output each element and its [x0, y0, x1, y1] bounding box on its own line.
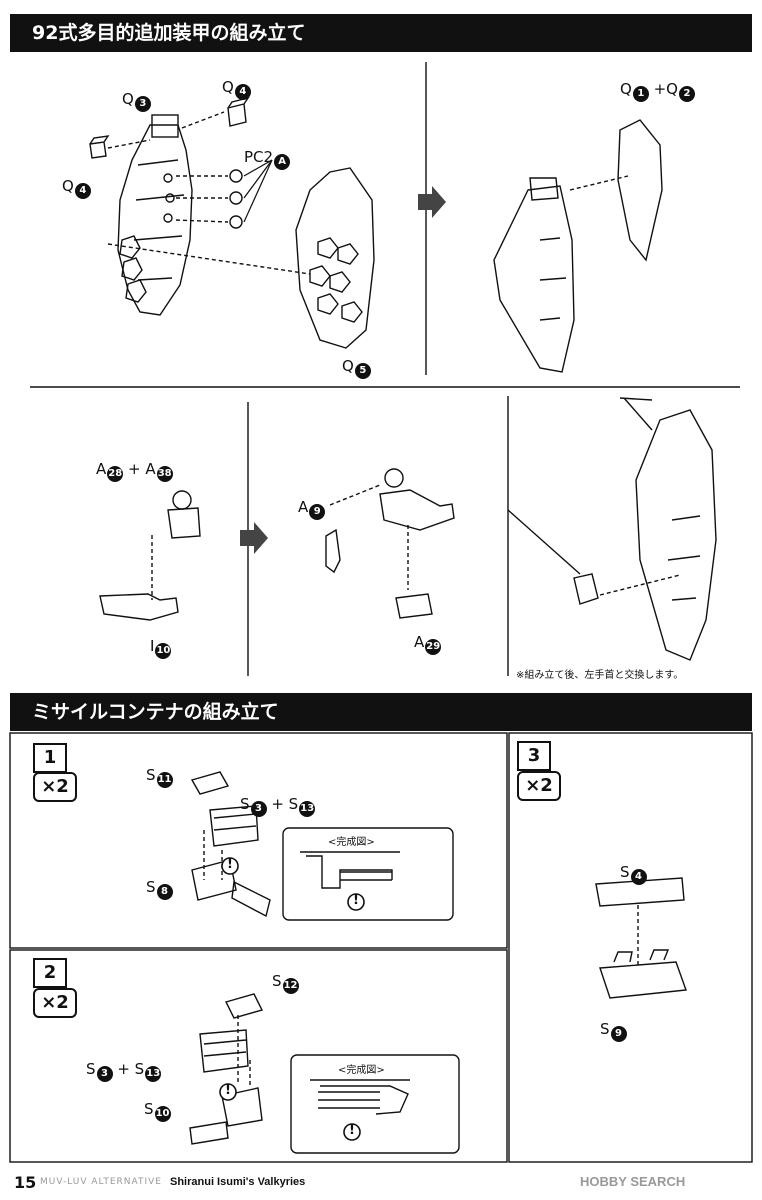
hand-parts-middle	[325, 468, 455, 619]
caution-mark: !	[227, 857, 233, 872]
completed-drawing-1	[300, 851, 400, 889]
step3-parts	[595, 877, 687, 999]
completed-box-2	[290, 1054, 460, 1154]
step2-parts	[189, 993, 264, 1145]
caution-icon	[219, 1083, 237, 1101]
armor-assembled	[493, 119, 663, 373]
caution-icon	[221, 857, 239, 875]
section-title-armor: 92式多目的追加装甲の組み立て	[10, 14, 752, 52]
step2-box	[9, 949, 508, 1163]
watermark: HOBBY SEARCH	[580, 1174, 686, 1189]
caution-icon	[343, 1123, 361, 1141]
completed-box-1	[282, 827, 454, 921]
armor-front-plate	[295, 167, 375, 349]
arrow-next-1	[418, 186, 446, 218]
step-quantity-3: ×2	[517, 771, 561, 801]
step-quantity-2: ×2	[33, 988, 77, 1018]
completed-view-label-2: <完成図>	[338, 1065, 385, 1076]
caution-mark: !	[353, 893, 359, 908]
small-parts	[89, 96, 250, 229]
step-number-3: 3	[517, 741, 551, 771]
caution-icon	[347, 893, 365, 911]
section-title-missile: ミサイルコンテナの組み立て	[10, 693, 752, 731]
step-number-1: 1	[33, 743, 67, 773]
caution-mark: !	[349, 1123, 355, 1138]
assembly-note: ※組み立て後、左手首と交換します。	[516, 670, 684, 681]
completed-view-label-1: <完成図>	[328, 837, 375, 848]
step-quantity-1: ×2	[33, 772, 77, 802]
page-number: 15	[14, 1173, 37, 1192]
hand-parts-left	[99, 490, 201, 621]
step3-box	[508, 732, 753, 1163]
armor-with-hand	[507, 397, 717, 661]
step-number-2: 2	[33, 958, 67, 988]
completed-drawing-2	[310, 1079, 410, 1115]
armor-back-part	[117, 114, 193, 316]
series-title: MUV-LUV ALTERNATIVE	[40, 1177, 162, 1187]
step1-box	[9, 732, 508, 949]
product-title: Shiranui Isumi's Valkyries	[170, 1176, 306, 1188]
caution-mark: !	[225, 1083, 231, 1098]
arrow-next-2	[240, 522, 268, 554]
step1-parts	[190, 771, 271, 918]
